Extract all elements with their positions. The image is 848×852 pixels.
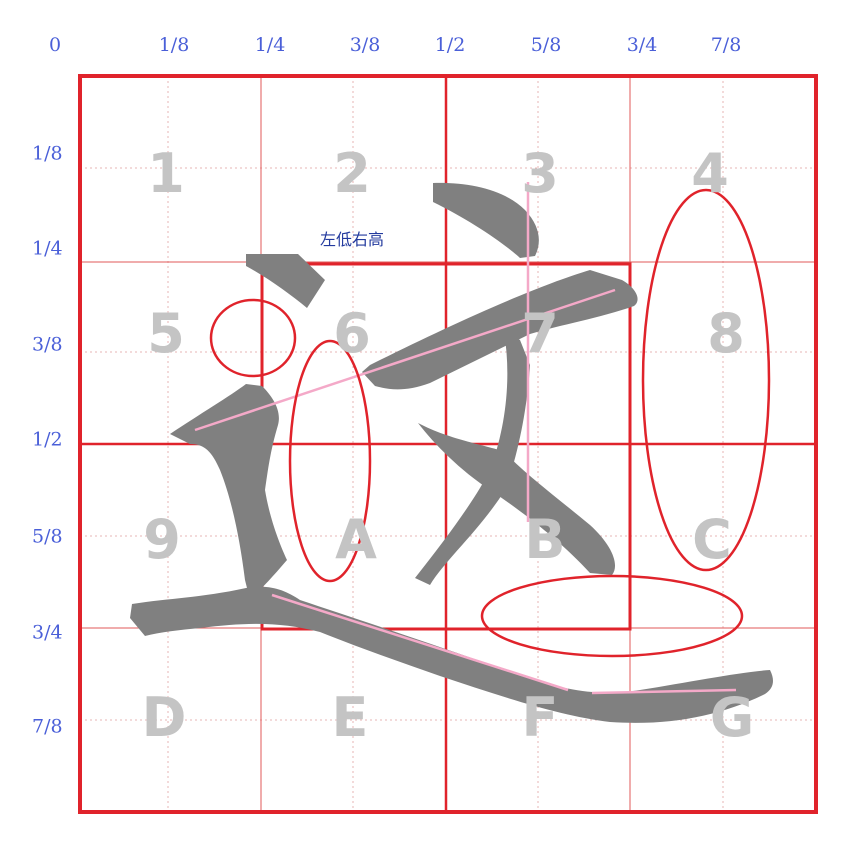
left-tick-3-4: 3/4 — [32, 621, 63, 644]
cell-label-1: 1 — [147, 142, 185, 205]
cell-label-f: F — [521, 686, 559, 749]
left-tick-1-8: 1/8 — [32, 142, 63, 165]
left-tick-1-2: 1/2 — [32, 428, 63, 451]
cell-label-8: 8 — [707, 302, 745, 365]
top-tick-0: 0 — [48, 34, 62, 56]
cell-label-3: 3 — [521, 142, 559, 205]
cell-label-5: 5 — [147, 302, 185, 365]
left-tick-5-8: 5/8 — [32, 525, 63, 548]
tilt-guide-line — [194, 288, 616, 432]
top-tick-7-8: 7/8 — [710, 34, 742, 56]
annotation-left-low-right-high: 左低右高 — [320, 230, 385, 249]
highlight-ellipses — [209, 188, 771, 658]
zou-side-sweep — [130, 586, 773, 723]
outer-border — [78, 74, 818, 814]
cell-label-e: E — [331, 686, 369, 749]
ellipse-right-column — [641, 188, 771, 572]
cell-label-b: B — [524, 508, 566, 571]
tail-guide-line — [591, 688, 737, 695]
ellipse-bottom — [480, 574, 744, 658]
top-tick-1-2: 1/2 — [434, 34, 466, 56]
cell-label-4: 4 — [691, 142, 729, 205]
top-tick-3-4: 3/4 — [626, 34, 658, 56]
left-tick-7-8: 7/8 — [32, 715, 63, 738]
cell-label-7: 7 — [521, 302, 559, 365]
cell-label-a: A — [335, 508, 377, 571]
right-falling-stroke — [418, 423, 616, 575]
sweep-guide-line — [271, 593, 569, 692]
pink-guides — [194, 182, 737, 695]
top-tick-1-4: 1/4 — [254, 34, 286, 56]
top-tick-5-8: 5/8 — [530, 34, 562, 56]
left-tick-1-4: 1/4 — [32, 237, 63, 260]
top-tick-3-8: 3/8 — [349, 34, 381, 56]
cell-label-d: D — [141, 686, 187, 749]
ellipse-dot — [209, 298, 297, 378]
zou-side-upper — [170, 384, 287, 600]
cell-label-c: C — [692, 508, 732, 571]
dot-stroke-top — [433, 182, 539, 258]
glyph-strokes — [130, 182, 773, 723]
cell-label-g: G — [709, 686, 755, 749]
cell-label-2: 2 — [333, 142, 371, 205]
top-tick-1-8: 1/8 — [158, 34, 190, 56]
left-tick-3-8: 3/8 — [32, 333, 63, 356]
cell-label-6: 6 — [333, 302, 371, 365]
ellipse-left-column — [288, 339, 372, 583]
cell-label-9: 9 — [143, 508, 181, 571]
dot-stroke-left — [246, 254, 325, 308]
